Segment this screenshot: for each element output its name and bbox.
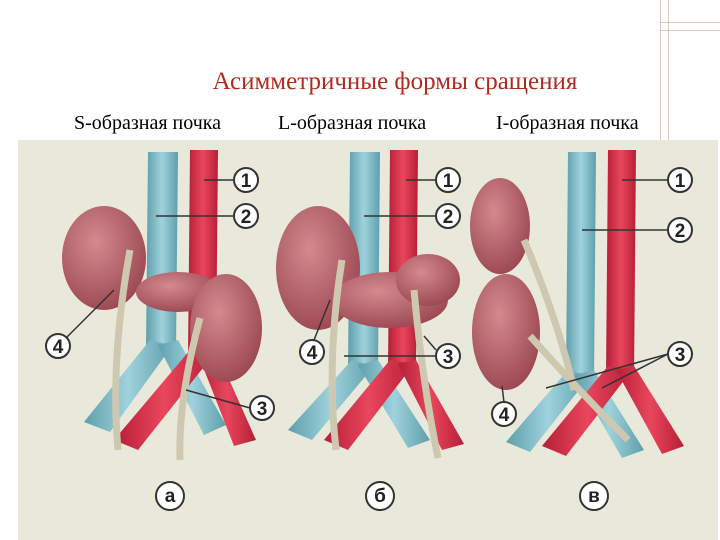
frame-line <box>660 30 720 31</box>
ureter <box>176 317 204 461</box>
ureter <box>520 238 578 391</box>
svg-text:в: в <box>588 486 600 507</box>
svg-text:3: 3 <box>257 399 268 420</box>
svg-text:б: б <box>374 486 386 507</box>
marker-4: 4 <box>491 401 517 427</box>
svg-text:2: 2 <box>241 207 252 228</box>
ureter <box>527 333 631 443</box>
ureter <box>112 249 134 451</box>
ureter <box>328 259 346 451</box>
leader-lines <box>313 179 437 357</box>
panel-s-shaped <box>62 150 262 461</box>
marker-1: 1 <box>667 167 693 193</box>
svg-text:4: 4 <box>307 343 318 364</box>
panel-letter-c: в <box>579 481 609 511</box>
svg-text:4: 4 <box>499 405 510 426</box>
svg-text:3: 3 <box>675 345 686 366</box>
marker-4: 4 <box>299 339 325 365</box>
marker-2: 2 <box>435 203 461 229</box>
anatomy-illustration: 1 2 3 4 а <box>18 140 718 540</box>
marker-3: 3 <box>249 395 275 421</box>
svg-text:1: 1 <box>443 171 454 192</box>
svg-text:1: 1 <box>241 171 252 192</box>
kidney <box>470 178 530 274</box>
leader-lines <box>63 179 251 409</box>
caption-i-shaped: I-образная почка <box>496 112 639 134</box>
kidney <box>190 274 262 382</box>
leader-lines <box>501 179 669 403</box>
kidney <box>396 254 460 306</box>
marker-4: 4 <box>45 333 71 359</box>
frame-line <box>660 22 720 23</box>
aorta <box>542 150 684 456</box>
kidney <box>62 206 146 310</box>
marker-2: 2 <box>667 217 693 243</box>
panel-i-shaped <box>470 150 684 458</box>
panel-letter-b: б <box>365 481 395 511</box>
marker-3: 3 <box>667 341 693 367</box>
svg-text:1: 1 <box>675 171 686 192</box>
marker-1: 1 <box>233 167 259 193</box>
marker-3: 3 <box>435 343 461 369</box>
svg-text:а: а <box>165 486 176 507</box>
svg-text:3: 3 <box>443 347 454 368</box>
ureter <box>410 289 442 459</box>
caption-s-shaped: S-образная почка <box>74 112 222 134</box>
panel-l-shaped <box>276 150 464 459</box>
slide-title: Асимметричные формы сращения <box>212 68 578 95</box>
marker-1: 1 <box>435 167 461 193</box>
kidney <box>472 274 540 390</box>
svg-text:2: 2 <box>675 221 686 242</box>
marker-2: 2 <box>233 203 259 229</box>
caption-l-shaped: L-образная почка <box>278 112 427 134</box>
svg-text:2: 2 <box>443 207 454 228</box>
panel-letter-a: а <box>155 481 185 511</box>
svg-text:4: 4 <box>53 337 64 358</box>
